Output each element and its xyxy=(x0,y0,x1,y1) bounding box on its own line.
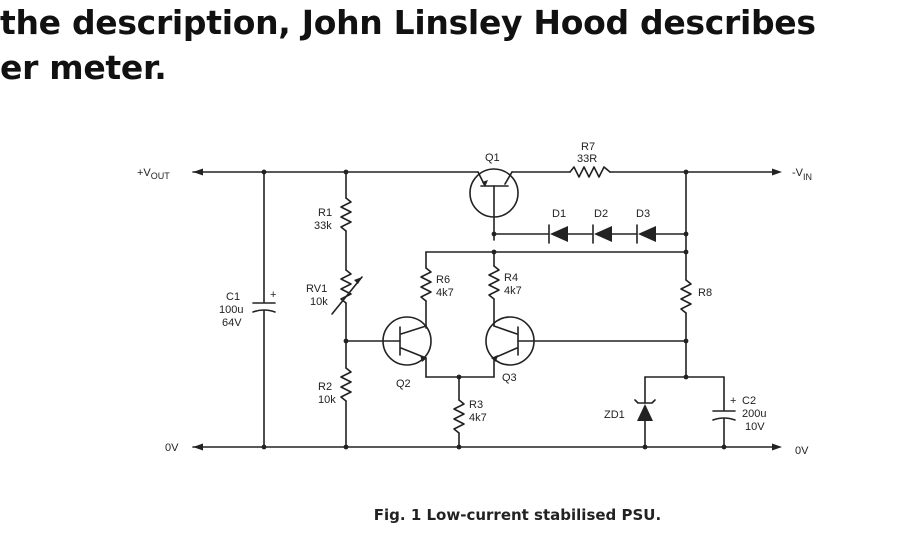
right-branch xyxy=(680,171,692,378)
resistor-r8 xyxy=(680,279,692,314)
resistor-r3 xyxy=(453,399,465,434)
q3-name: Q3 xyxy=(502,372,517,384)
circuit-schematic: +VOUT -VIN 0V 0V + C1 100u 64V R1 33k RV… xyxy=(137,141,812,457)
article-text-line-1: the description, John Linsley Hood descr… xyxy=(0,3,816,42)
divider-chain xyxy=(331,171,363,448)
c2-voltage: 10V xyxy=(745,421,765,433)
r1-name: R1 xyxy=(318,207,332,219)
article-text-line-2: er meter. xyxy=(0,48,167,87)
d1-name: D1 xyxy=(552,208,566,220)
diode-d1 xyxy=(550,226,568,242)
top-rail xyxy=(192,168,782,176)
vin-label: -VIN xyxy=(792,167,812,182)
resistor-r7 xyxy=(569,166,611,178)
r4-name: R4 xyxy=(504,272,518,284)
resistor-r4-branch xyxy=(488,251,500,327)
d2-name: D2 xyxy=(594,208,608,220)
d3-name: D3 xyxy=(636,208,650,220)
q1-name: Q1 xyxy=(485,152,500,164)
resistor-r6-branch xyxy=(420,251,432,329)
c1-name: C1 xyxy=(226,291,240,303)
reference-section xyxy=(634,376,736,448)
transistor-q2 xyxy=(345,316,432,378)
c2-name: C2 xyxy=(742,395,756,407)
ground-rail xyxy=(192,443,782,451)
transistor-q1 xyxy=(469,168,519,241)
r3-value: 4k7 xyxy=(469,412,487,424)
transistor-q3 xyxy=(485,316,687,378)
r7-name: R7 xyxy=(581,141,595,153)
r2-value: 10k xyxy=(318,394,336,406)
c2-value: 200u xyxy=(742,408,766,420)
rv1-value: 10k xyxy=(310,296,328,308)
zener-zd1 xyxy=(637,404,653,421)
c2-polarity: + xyxy=(730,395,736,407)
diode-d3 xyxy=(638,226,656,242)
zero-volt-label-left: 0V xyxy=(165,442,179,454)
potentiometer-rv1 xyxy=(340,269,352,304)
r1-value: 33k xyxy=(314,220,332,232)
r4-value: 4k7 xyxy=(504,285,522,297)
zero-volt-label-right: 0V xyxy=(795,445,809,457)
zd1-name: ZD1 xyxy=(604,409,625,421)
r6-name: R6 xyxy=(436,274,450,286)
resistor-r1 xyxy=(340,197,352,232)
diode-string xyxy=(493,224,687,244)
vin-arrow xyxy=(772,168,782,176)
c1-value: 100u xyxy=(219,304,243,316)
r6-value: 4k7 xyxy=(436,287,454,299)
diode-d2 xyxy=(594,226,612,242)
r8-name: R8 xyxy=(698,287,712,299)
q2-name: Q2 xyxy=(396,378,411,390)
r7-value: 33R xyxy=(577,153,597,165)
c1-polarity: + xyxy=(270,289,276,301)
capacitor-c1 xyxy=(252,171,276,448)
r2-name: R2 xyxy=(318,381,332,393)
figure-caption: Fig. 1 Low-current stabilised PSU. xyxy=(373,506,662,524)
r3-name: R3 xyxy=(469,399,483,411)
vout-label: +VOUT xyxy=(137,167,170,181)
vout-arrow xyxy=(193,168,203,176)
rv1-name: RV1 xyxy=(306,283,327,295)
c1-voltage: 64V xyxy=(222,317,242,329)
resistor-r2 xyxy=(340,367,352,402)
